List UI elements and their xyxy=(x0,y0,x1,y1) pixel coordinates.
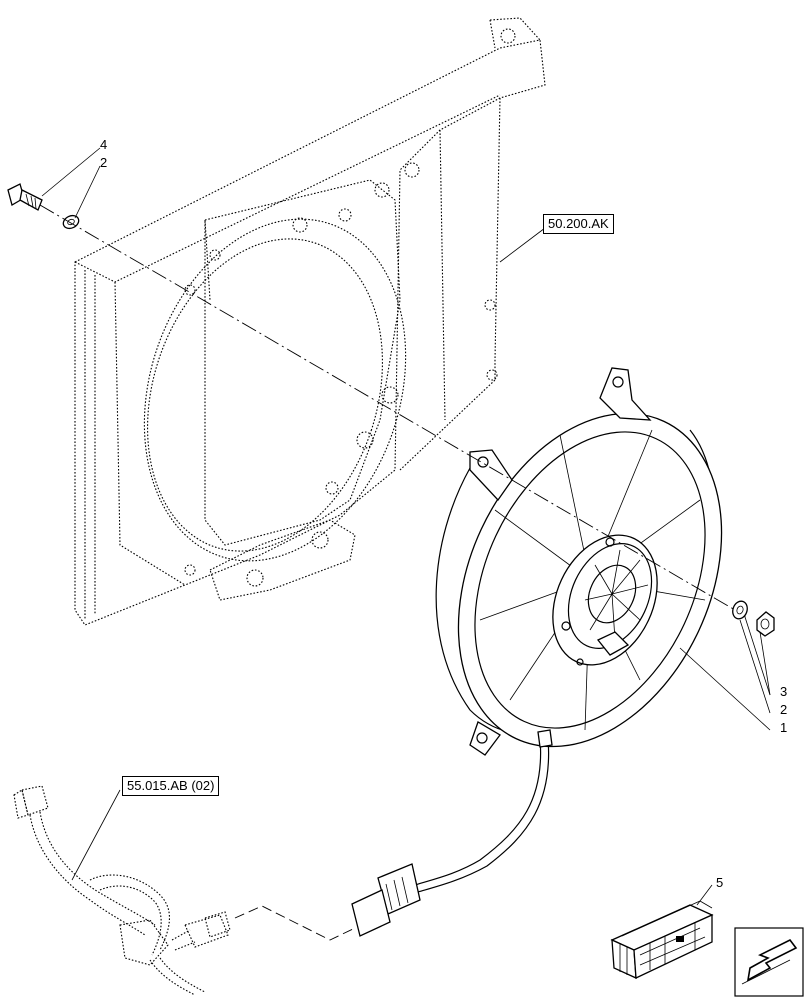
reference-label-harness: 55.015.AB (02) xyxy=(122,776,220,796)
arrow-icon xyxy=(734,927,804,997)
callout-nut: 3 xyxy=(780,684,788,699)
radiator-stud-nuts xyxy=(184,162,498,587)
kit-box xyxy=(610,900,714,980)
washer xyxy=(62,214,80,230)
callout-kit-box: 5 xyxy=(716,875,724,890)
nut xyxy=(756,611,775,637)
callout-fan: 1 xyxy=(780,720,788,735)
wiring-harness xyxy=(13,785,231,996)
assembly-axis-lines xyxy=(39,204,736,941)
radiator-frame xyxy=(74,17,546,626)
fan-connector xyxy=(351,863,421,937)
washer xyxy=(732,600,748,620)
leader-lines xyxy=(41,147,771,906)
bolt xyxy=(7,183,43,211)
reference-label-radiator: 50.200.AK xyxy=(543,214,614,234)
fan-assembly xyxy=(414,367,723,893)
callout-washer: 2 xyxy=(780,702,788,717)
callout-washer: 2 xyxy=(100,155,108,170)
callout-bolt: 4 xyxy=(100,137,108,152)
